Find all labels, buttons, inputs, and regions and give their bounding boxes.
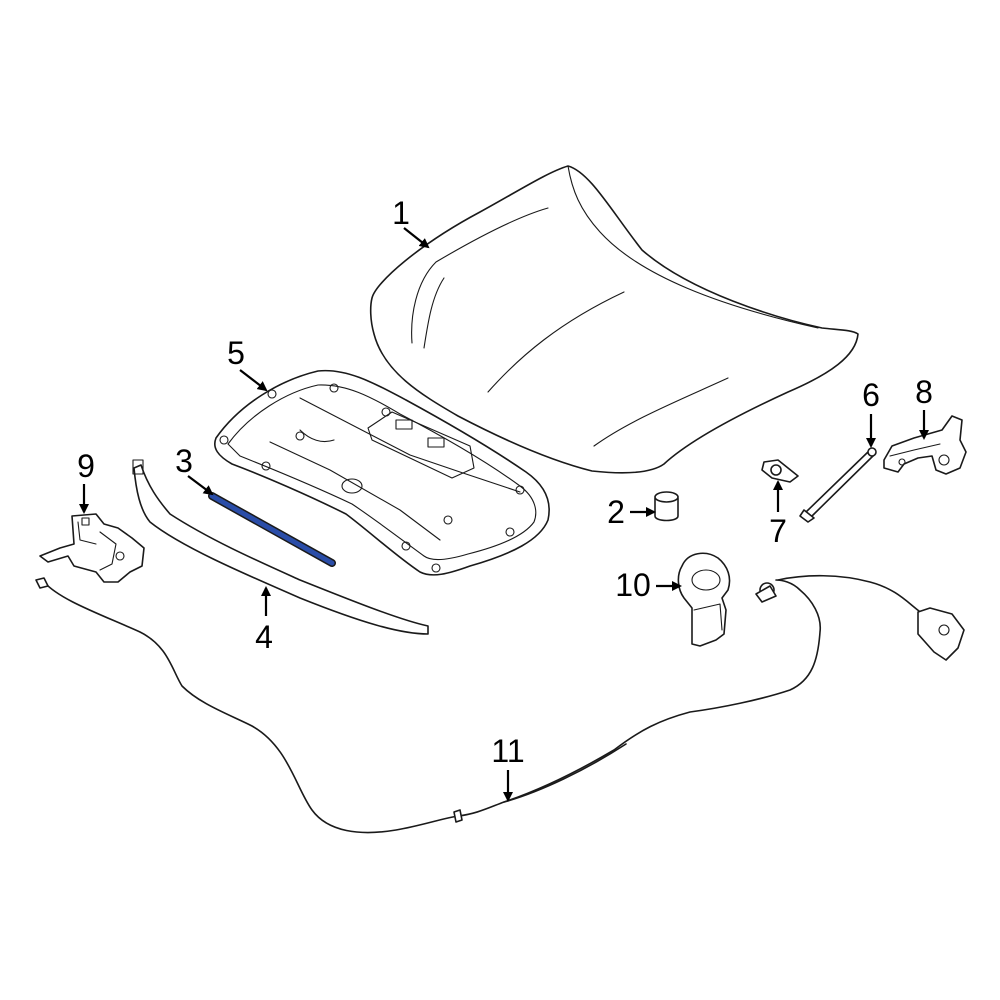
callout-11: 11 — [491, 733, 525, 802]
callout-label-1: 1 — [392, 195, 410, 231]
callout-label-9: 9 — [77, 448, 95, 484]
callout-6: 6 — [862, 377, 880, 448]
callout-4: 4 — [255, 586, 273, 655]
hood-latch — [39, 513, 145, 583]
callout-2: 2 — [607, 494, 656, 530]
hood-insulator — [214, 369, 550, 576]
callout-label-6: 6 — [862, 377, 880, 413]
callout-label-7: 7 — [769, 513, 787, 549]
retainer-clip — [761, 459, 799, 483]
weatherstrip-fill — [209, 493, 335, 566]
callout-label-5: 5 — [227, 335, 245, 371]
callout-label-11: 11 — [491, 733, 524, 769]
callout-label-10: 10 — [615, 567, 651, 603]
callout-8: 8 — [915, 374, 933, 440]
callout-label-4: 4 — [255, 619, 273, 655]
release-cable — [35, 574, 965, 834]
callout-label-3: 3 — [175, 443, 193, 479]
callout-3: 3 — [175, 443, 214, 496]
callout-1: 1 — [392, 195, 430, 249]
callout-label-2: 2 — [607, 494, 625, 530]
callout-7: 7 — [769, 480, 787, 549]
hood-weatherstrip — [208, 492, 336, 567]
hood-seal — [132, 459, 429, 635]
release-handle — [677, 552, 731, 647]
callout-label-8: 8 — [915, 374, 933, 410]
hood-support-strut — [799, 447, 877, 523]
callout-10: 10 — [615, 567, 682, 603]
callout-5: 5 — [227, 335, 268, 392]
callout-9: 9 — [77, 448, 95, 514]
hood-panel — [369, 165, 859, 474]
hood-hinge — [883, 415, 967, 475]
bumper-cushion — [654, 491, 679, 522]
